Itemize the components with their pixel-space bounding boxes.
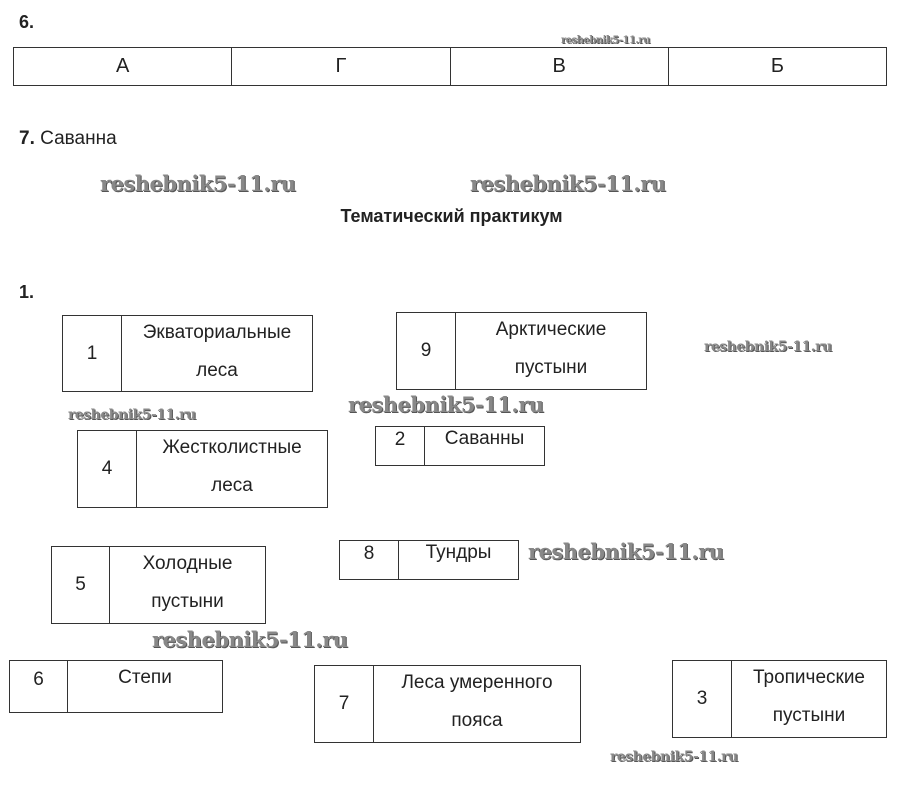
watermark: reshebnik5-11.ru xyxy=(528,539,724,564)
box-number: 6 xyxy=(10,661,68,712)
watermark: reshebnik5-11.ru xyxy=(561,35,650,46)
box-text: Холодные xyxy=(142,553,233,574)
answer-cell: А xyxy=(12,47,233,86)
watermark: reshebnik5-11.ru xyxy=(100,171,296,196)
box-text: Саванны xyxy=(444,428,525,449)
box-text: Арктические xyxy=(495,319,607,340)
task1-label: 1. xyxy=(19,282,35,302)
section-title: Тематический практикум xyxy=(340,206,563,226)
box-text: пустыни xyxy=(772,705,846,726)
biome-box: 1 Экваториальные леса xyxy=(62,315,313,392)
task6-label: 6. xyxy=(19,12,35,32)
box-text: Жестколистные xyxy=(162,437,302,458)
box-text: Тундры xyxy=(425,542,492,563)
answer-cell: Г xyxy=(231,47,451,86)
box-number: 1 xyxy=(63,316,122,391)
biome-box: 4 Жестколистные леса xyxy=(77,430,328,508)
watermark: reshebnik5-11.ru xyxy=(152,627,348,652)
box-text: пояса xyxy=(451,710,503,731)
watermark: reshebnik5-11.ru xyxy=(68,407,196,423)
box-number: 8 xyxy=(340,541,399,579)
box-text: пустыни xyxy=(151,591,224,612)
biome-box: 8 Тундры xyxy=(339,540,519,580)
box-text: леса xyxy=(196,360,238,381)
box-text: пустыни xyxy=(514,357,588,378)
watermark: reshebnik5-11.ru xyxy=(470,171,666,196)
task7-label: 7. xyxy=(19,128,35,149)
answer-cell: В xyxy=(449,47,669,86)
biome-box: 3 Тропические пустыни xyxy=(672,660,887,738)
box-text: Степи xyxy=(118,667,172,688)
task7: 7. Саванна xyxy=(19,128,117,150)
box-number: 7 xyxy=(315,666,374,742)
task7-answer: Саванна xyxy=(40,128,117,149)
biome-box: 6 Степи xyxy=(9,660,223,713)
answer-cell: Б xyxy=(667,47,888,86)
box-number: 2 xyxy=(376,427,425,465)
biome-box: 7 Леса умеренного пояса xyxy=(314,665,581,743)
watermark: reshebnik5-11.ru xyxy=(704,339,832,355)
watermark: reshebnik5-11.ru xyxy=(348,392,544,417)
biome-box: 9 Арктические пустыни xyxy=(396,312,647,390)
task6-answer-table: А Г В Б xyxy=(12,47,888,86)
box-number: 4 xyxy=(78,431,137,507)
biome-box: 2 Саванны xyxy=(375,426,545,466)
box-text: Леса умеренного xyxy=(401,672,553,693)
box-number: 9 xyxy=(397,313,456,389)
box-text: Экваториальные xyxy=(142,322,292,343)
watermark: reshebnik5-11.ru xyxy=(610,749,738,765)
box-text: Тропические xyxy=(752,667,866,688)
box-number: 5 xyxy=(52,547,110,623)
box-text: леса xyxy=(211,475,253,496)
biome-box: 5 Холодные пустыни xyxy=(51,546,266,624)
box-number: 3 xyxy=(673,661,732,737)
